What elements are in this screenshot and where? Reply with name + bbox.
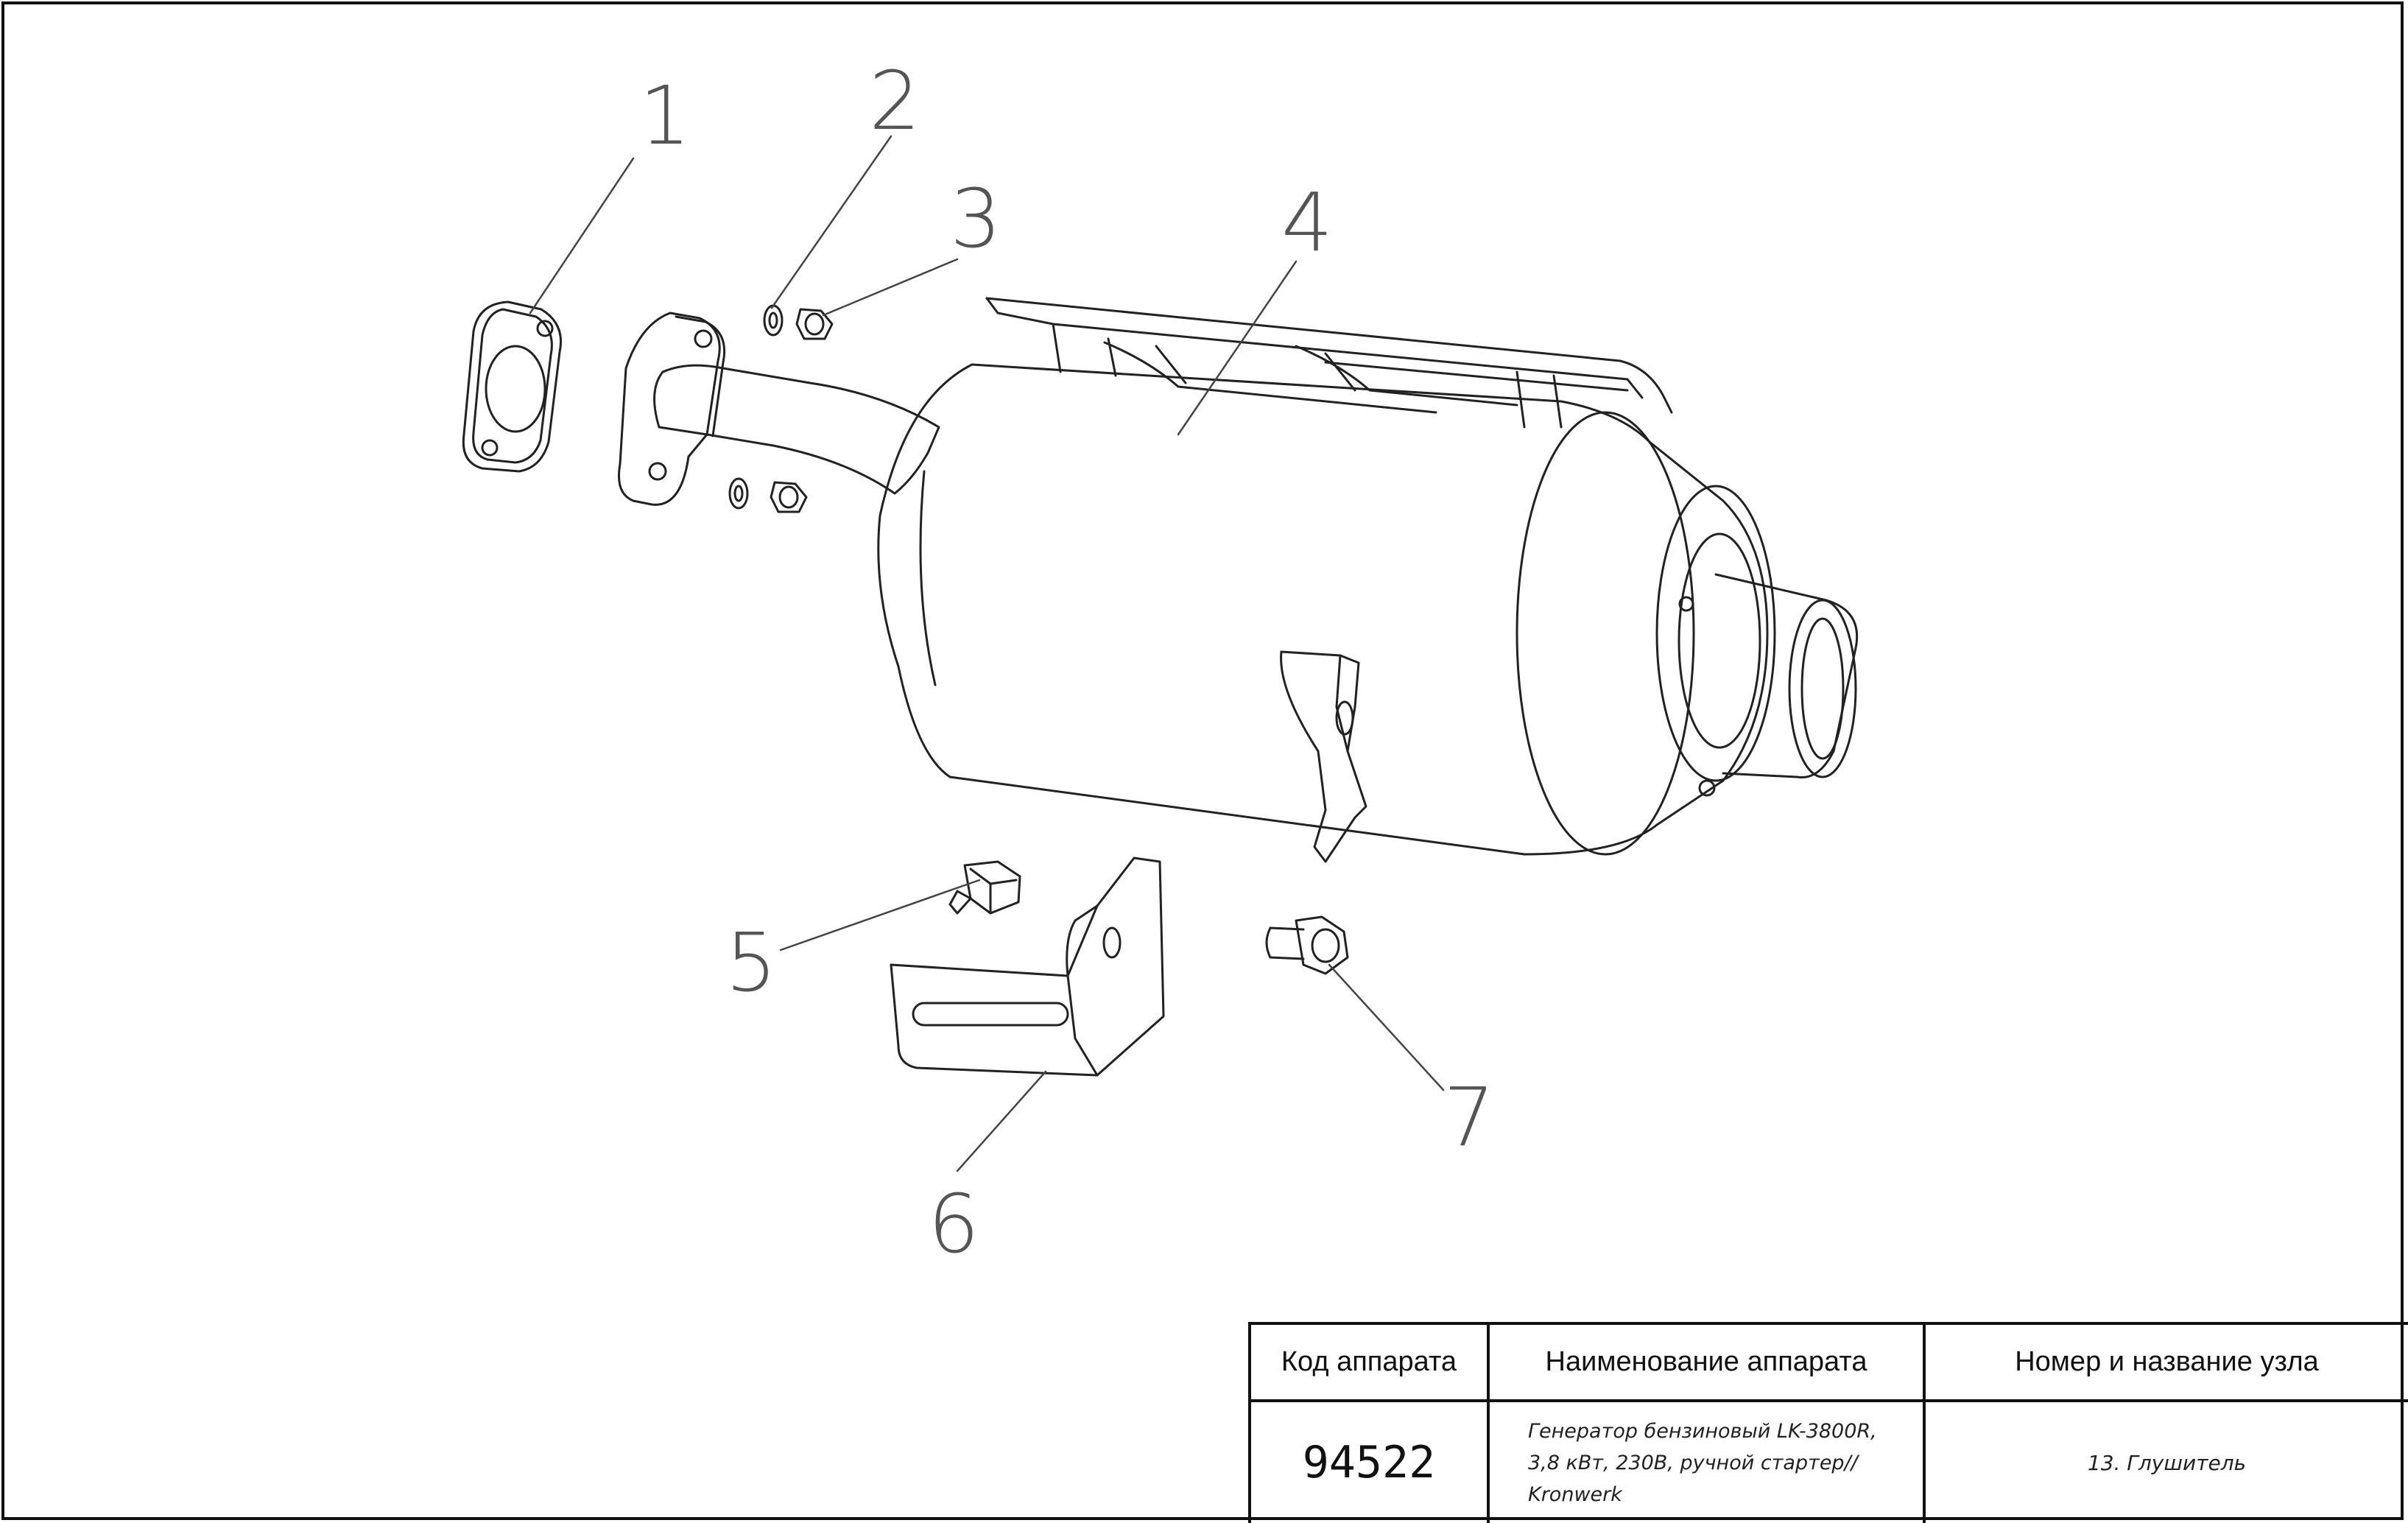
device-name-line: 3,8 кВт, 230В, ручной стартер// (1528, 1451, 1858, 1474)
part-5-bolt (948, 860, 1021, 915)
unit-name: 13. Глушитель (2087, 1450, 2247, 1475)
device-name-line: Генератор бензиновый LK-3800R, (1528, 1419, 1877, 1443)
callout-2: 2 (869, 54, 920, 148)
part-1-gasket (462, 300, 563, 473)
device-code: 94522 (1251, 1402, 1490, 1523)
callout-5: 5 (725, 915, 777, 1010)
device-name-line: Kronwerk (1528, 1482, 1622, 1506)
washer-bottom (728, 477, 749, 510)
part-3-nut-top (795, 308, 834, 340)
part-2-washer-top (763, 304, 784, 337)
header-unit: Номер и название узла (1926, 1325, 2408, 1402)
title-block: Код аппарата Наименование аппарата Номер… (1248, 1322, 2408, 1523)
part-4-muffler-body (877, 297, 1859, 863)
callout-3: 3 (950, 172, 1001, 266)
part-7-bolt (1265, 915, 1349, 975)
callout-1: 1 (639, 68, 691, 163)
device-name: Генератор бензиновый LK-3800R, 3,8 кВт, … (1490, 1402, 1926, 1523)
header-code: Код аппарата (1251, 1325, 1490, 1402)
header-name: Наименование аппарата (1490, 1325, 1926, 1402)
callout-4: 4 (1281, 175, 1333, 270)
callout-7: 7 (1443, 1070, 1495, 1164)
inlet-flange-pipe (618, 312, 940, 506)
part-6-bracket (890, 857, 1165, 1077)
nut-bottom (770, 481, 808, 513)
callout-6: 6 (928, 1177, 979, 1271)
